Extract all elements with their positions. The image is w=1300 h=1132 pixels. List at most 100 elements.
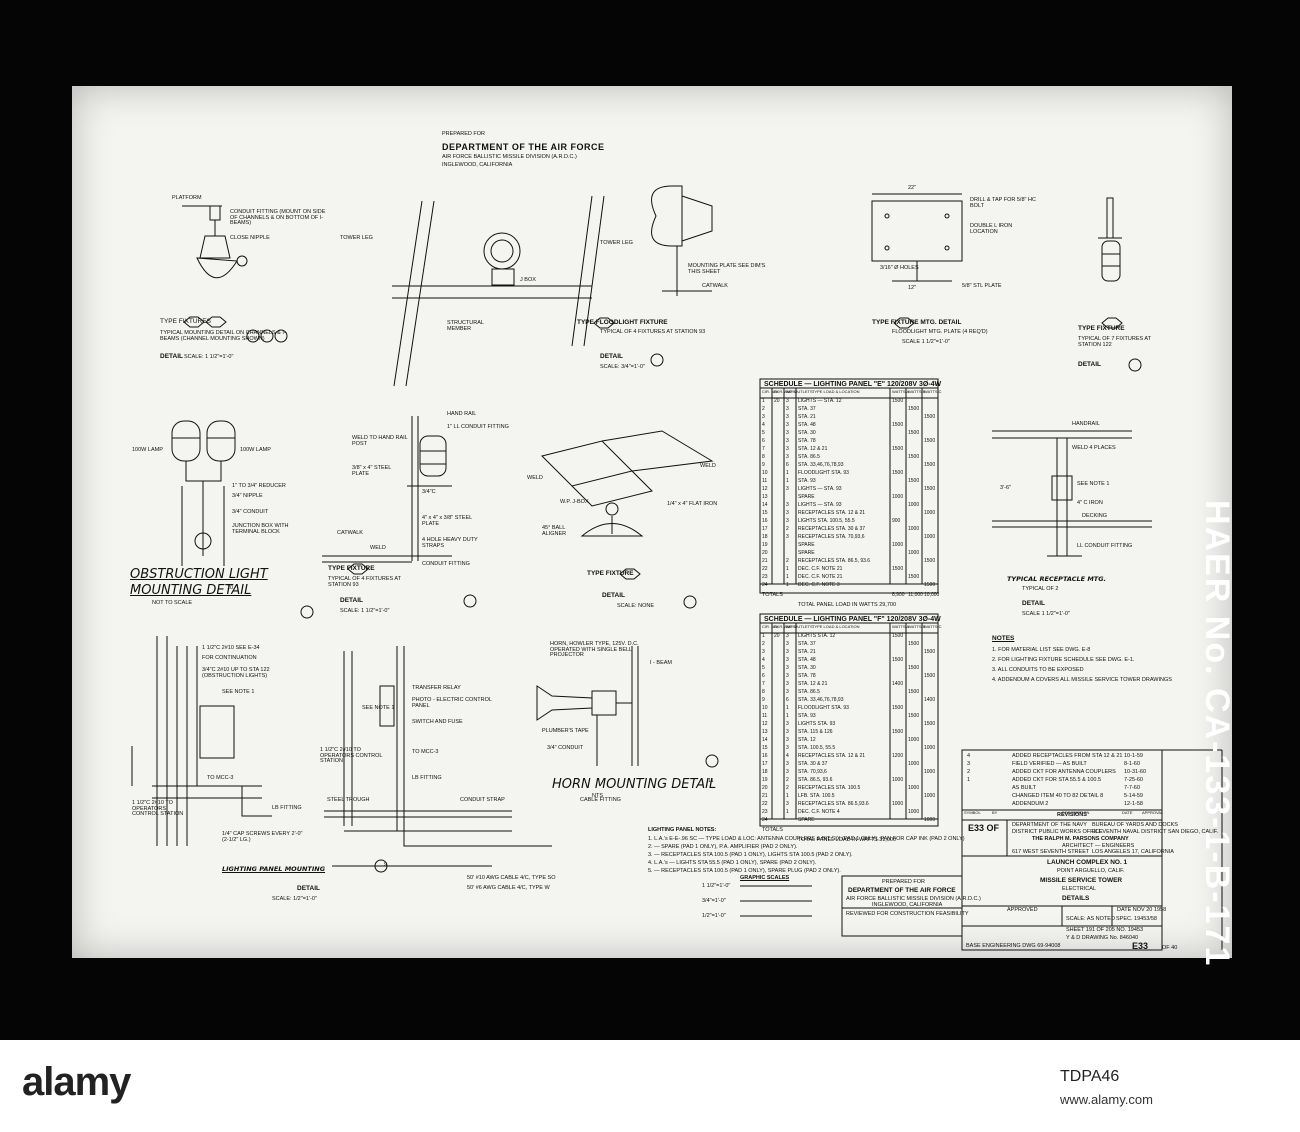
title-eleventh: ELEVENTH NAVAL DISTRICT SAN DIEGO, CALIF… bbox=[1092, 829, 1219, 835]
revisions-heading: REVISIONS bbox=[1057, 812, 1087, 818]
d6-conduit-fitting-2: CONDUIT FITTING bbox=[422, 561, 470, 567]
schedule-cell: 3 bbox=[786, 641, 789, 647]
schedule-cell: 1500 bbox=[908, 713, 920, 719]
schedule-cell: 3 bbox=[786, 721, 789, 727]
schedule-cell: 3 bbox=[786, 761, 789, 767]
schedule-cell: 3 bbox=[786, 649, 789, 655]
schedule-cell: 20 bbox=[762, 550, 768, 556]
notes-heading: NOTES bbox=[992, 635, 1015, 642]
d10-title-2: MOUNTING DETAIL bbox=[130, 583, 252, 598]
stamp-reviewed: REVIEWED FOR CONSTRUCTION FEASIBILITY bbox=[846, 911, 969, 917]
d8-decking: DECKING bbox=[1082, 513, 1108, 519]
revision-cell: ADDED RECEPTACLES FROM STA 12 & 21 bbox=[1012, 753, 1123, 759]
schedule-cell: 1 bbox=[786, 574, 789, 580]
d11-conduit: 3/4" CONDUIT bbox=[547, 745, 584, 751]
d4-double-iron: DOUBLE L IRON LOCATION bbox=[970, 223, 1013, 235]
schedule-column-header: WATTS A bbox=[892, 389, 910, 394]
d6-weld: WELD bbox=[370, 545, 386, 551]
d9-see-note: SEE NOTE 1 bbox=[222, 689, 255, 695]
schedule-cell: 3 bbox=[786, 729, 789, 735]
d6-scale: SCALE: 1 1/2"=1'-0" bbox=[340, 608, 390, 614]
schedule-cell: 9 bbox=[762, 697, 765, 703]
schedule-cell: 1400 bbox=[892, 681, 904, 687]
schedule-cell: STA. 78 bbox=[798, 673, 816, 679]
schedule-cell: 1000 bbox=[924, 510, 936, 516]
revision-column-header: APPROVAL bbox=[1142, 810, 1164, 815]
schedule-cell: 1000 bbox=[908, 737, 920, 743]
schedule-cell: 1500 bbox=[908, 406, 920, 412]
schedule-cell: 1 bbox=[786, 809, 789, 815]
schedule-cell: 1000 bbox=[908, 526, 920, 532]
schedule-cell: 1500 bbox=[892, 422, 904, 428]
schedule-cell: 2 bbox=[786, 785, 789, 791]
schedule-cell: 1000 bbox=[924, 793, 936, 799]
d8-title: TYPICAL RECEPTACLE MTG. bbox=[1007, 575, 1107, 583]
schedule-cell: 6 bbox=[786, 697, 789, 703]
d6-subtitle: TYPICAL OF 4 FIXTURES AT STATION 93 bbox=[328, 576, 401, 588]
schedule-cell: STA. 86.5 bbox=[798, 689, 820, 695]
d10-conduit: 3/4" CONDUIT bbox=[232, 509, 269, 515]
schedule-column-header: NO. OUTLETS bbox=[786, 389, 813, 394]
schedule-cell: 1500 bbox=[908, 430, 920, 436]
d6-c34: 3/4"C bbox=[422, 489, 436, 495]
schedule-cell: STA. 100.5, 55.5 bbox=[798, 745, 836, 751]
schedule-cell: 900 bbox=[892, 518, 901, 524]
header-division: AIR FORCE BALLISTIC MISSILE DIVISION (A.… bbox=[442, 154, 577, 160]
schedule-cell: 6 bbox=[786, 462, 789, 468]
schedule-cell: 1500 bbox=[908, 641, 920, 647]
schedule-cell: 3 bbox=[786, 737, 789, 743]
schedule-cell: 1500 bbox=[908, 454, 920, 460]
title-scale: SCALE: AS NOTED bbox=[1066, 916, 1115, 922]
revision-column-header: DATE bbox=[1122, 810, 1133, 815]
schedule-cell: 1500 bbox=[892, 729, 904, 735]
schedule-cell: 1500 bbox=[892, 398, 904, 404]
schedule-cell: 1 bbox=[786, 470, 789, 476]
schedule-cell: 6 bbox=[762, 673, 765, 679]
d3-subtitle: TYPICAL OF 4 FIXTURES AT STATION 93 bbox=[600, 329, 706, 335]
schedule-cell: SPARE bbox=[798, 542, 815, 548]
schedule-cell: 3 bbox=[786, 398, 789, 404]
schedule-cell: 4 bbox=[762, 657, 765, 663]
schedule-column-header: CIR. NO. bbox=[762, 624, 779, 629]
schedule-cell: 3 bbox=[786, 681, 789, 687]
revision-cell: 7-7-60 bbox=[1124, 785, 1140, 791]
schedule-cell: STA. 12 & 21 bbox=[798, 681, 828, 687]
schedule-cell: 3 bbox=[762, 649, 765, 655]
schedule-cell: RECEPTACLES STA. 30 & 37 bbox=[798, 526, 866, 532]
drawing-sheet: PREPARED FOR DEPARTMENT OF THE AIR FORCE… bbox=[72, 86, 1232, 958]
schedule-cell: 1500 bbox=[924, 673, 936, 679]
d8-scale: SCALE 1 1/2"=1'-0" bbox=[1022, 611, 1070, 617]
schedule-total-value: 11,000 bbox=[908, 592, 923, 598]
schedule-cell: 1 bbox=[786, 566, 789, 572]
schedule-cell: 3 bbox=[786, 801, 789, 807]
schedule-cell: 22 bbox=[762, 801, 768, 807]
schedule-cell: 1 bbox=[786, 478, 789, 484]
d9-screws: 1/4" CAP SCREWS EVERY 2'-0" (2-1/2" LG.) bbox=[222, 831, 303, 843]
schedule-cell: 1500 bbox=[924, 486, 936, 492]
d4-plate: 5/8" STL PLATE bbox=[962, 283, 1002, 289]
schedule-cell: SPARE bbox=[798, 494, 815, 500]
d2-conduit-label: CONDUIT FITTING (MOUNT ON SIDE OF CHANNE… bbox=[230, 209, 326, 226]
schedule-column-header: WATTS B bbox=[908, 389, 926, 394]
title-sheet-bottom-of: OF 40 bbox=[1162, 945, 1178, 951]
schedule-cell: 1000 bbox=[924, 769, 936, 775]
d3-type-line: TYPE FLOODLIGHT FIXTURE bbox=[577, 319, 668, 326]
schedule-total-value: 8,900 bbox=[892, 592, 905, 598]
schedule-cell: 1500 bbox=[892, 446, 904, 452]
revision-cell: AS BUILT bbox=[1012, 785, 1037, 791]
schedule-column-header: NO. OUTLETS bbox=[786, 624, 813, 629]
revision-cell: 4 bbox=[967, 753, 971, 759]
schedule-cell: RECEPTACLES STA. 12 & 21 bbox=[798, 510, 866, 516]
schedule-cell: 3 bbox=[786, 486, 789, 492]
schedule-cell: LIGHTS — STA. 12 bbox=[798, 398, 842, 404]
schedule-cell: RECEPTACLES STA. 70,93,6 bbox=[798, 534, 865, 540]
note-2: 2. FOR LIGHTING FIXTURE SCHEDULE SEE DWG… bbox=[992, 657, 1135, 663]
title-project-loc: POINT ARGUELLO, CALIF. bbox=[1057, 868, 1125, 874]
revision-cell: 7-25-60 bbox=[1124, 777, 1143, 783]
schedule-cell: FLOODLIGHT STA. 93 bbox=[798, 705, 849, 711]
schedule-grand-label: TOTAL PANEL LOAD IN WATTS 31,000 bbox=[798, 837, 897, 843]
schedule-cell: 1000 bbox=[908, 502, 920, 508]
schedule-cell: 3 bbox=[786, 518, 789, 524]
d11-title: HORN MOUNTING DETAIL bbox=[552, 777, 717, 792]
d9-mcc3: TO MCC-3 bbox=[207, 775, 234, 781]
